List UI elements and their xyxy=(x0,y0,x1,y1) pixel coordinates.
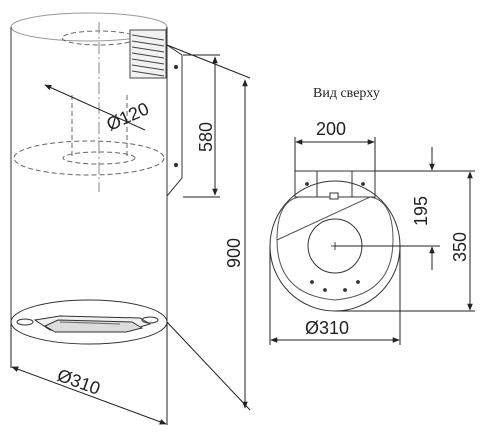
label-bracket-height: 580 xyxy=(196,122,216,152)
side-view xyxy=(10,12,251,425)
control-panel xyxy=(16,315,159,333)
label-total-height: 900 xyxy=(224,238,244,268)
dim-580 xyxy=(183,54,220,198)
label-side-diameter: Ø310 xyxy=(55,365,103,399)
top-view xyxy=(269,137,475,345)
label-duct-diameter: Ø120 xyxy=(103,98,151,134)
dim-side-diameter xyxy=(10,322,168,425)
dim-350 xyxy=(335,170,475,312)
dim-200 xyxy=(294,137,376,171)
wall-bracket xyxy=(166,44,183,197)
label-top-depth: 350 xyxy=(450,232,470,262)
vent-grille xyxy=(129,29,167,79)
top-inner-rim xyxy=(276,196,394,301)
view-title: Вид сверху xyxy=(313,86,380,101)
duct-lower-ellipse xyxy=(62,151,136,165)
label-top-diameter: Ø310 xyxy=(305,318,349,338)
duct-diameter-leader xyxy=(44,84,146,131)
dim-top-diameter xyxy=(269,246,401,345)
dim-900 xyxy=(166,44,251,411)
label-bracket-width: 200 xyxy=(316,119,346,139)
chamber-ellipse xyxy=(13,140,165,176)
label-top-offset: 195 xyxy=(411,196,431,226)
